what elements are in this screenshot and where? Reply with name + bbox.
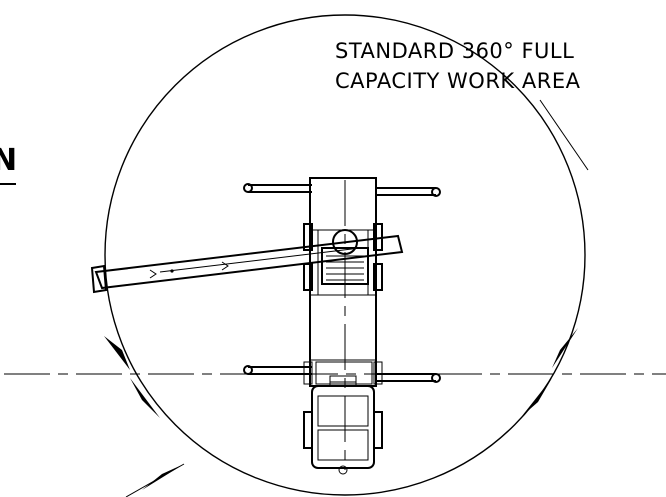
work-area-label-line1: STANDARD 360° FULL (335, 39, 574, 63)
pointer-left-upper-icon (104, 336, 130, 370)
boom-arm (90, 234, 404, 294)
pointer-right-lower-icon (522, 378, 552, 416)
partial-heading-letter: N (0, 143, 17, 178)
pointer-left-lower-icon (130, 378, 160, 418)
cab (303, 375, 383, 475)
label-leader-line (539, 99, 589, 171)
pointer-right-upper-icon (552, 328, 578, 368)
chassis (309, 177, 377, 387)
turret (321, 229, 369, 285)
work-area-circle (104, 14, 586, 496)
outriggers (243, 183, 441, 383)
pointer-bottom-leader (125, 463, 185, 497)
work-area-label-line2: CAPACITY WORK AREA (335, 69, 581, 93)
